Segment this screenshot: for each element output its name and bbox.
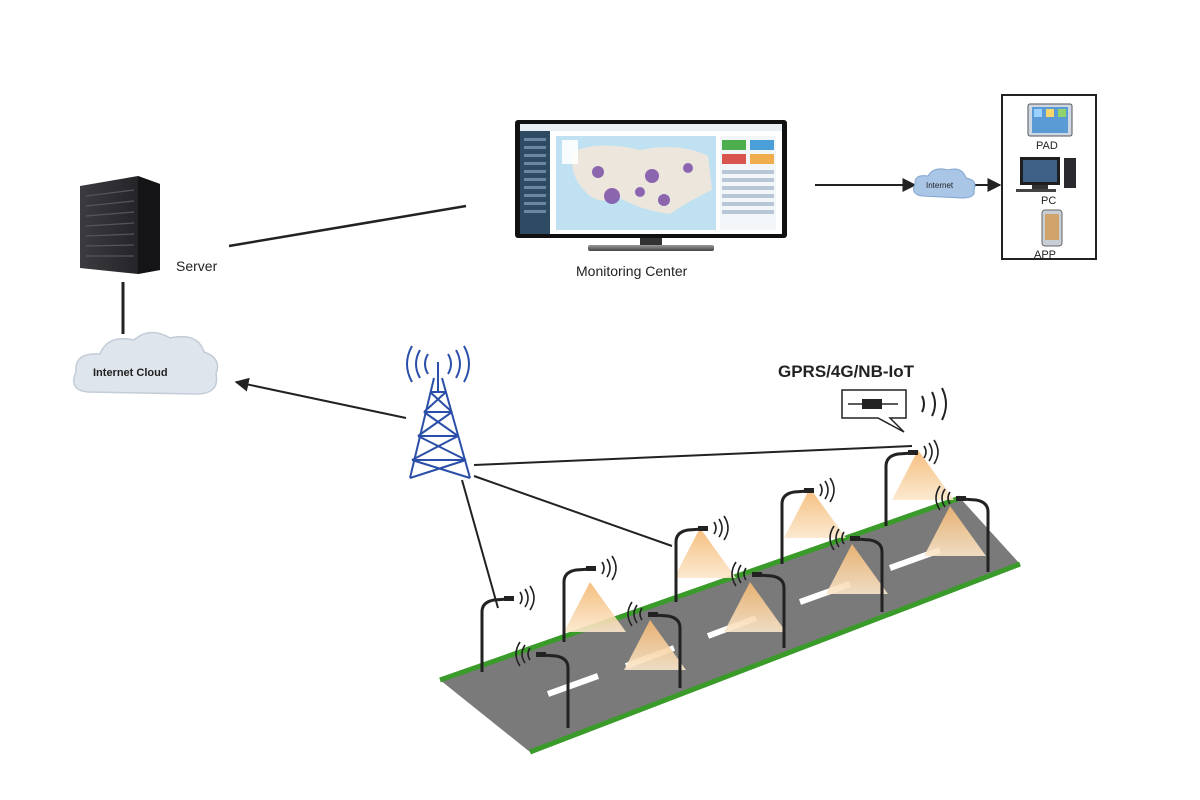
- cloud-icon: [73, 331, 219, 395]
- desktop-icon: [1016, 157, 1076, 192]
- small-cloud-icon: [913, 168, 976, 199]
- monitor-icon: [515, 120, 787, 251]
- internet-label: Internet: [926, 181, 954, 190]
- pad-label: PAD: [1036, 140, 1058, 152]
- connectors: [121, 178, 1002, 609]
- devices-panel: [1001, 94, 1097, 260]
- internet-cloud-label: Internet Cloud: [93, 367, 168, 379]
- gateway-icon: [841, 387, 947, 433]
- monitoring-center-label: Monitoring Center: [576, 263, 688, 279]
- tablet-icon: [1027, 103, 1073, 137]
- app-label: APP: [1034, 249, 1057, 261]
- phone-icon: [1041, 209, 1063, 247]
- network-label: GPRS/4G/NB-IoT: [778, 362, 915, 381]
- server-label: Server: [176, 258, 218, 274]
- pc-label: PC: [1041, 195, 1057, 207]
- server-icon: [80, 176, 160, 274]
- tower-icon: [406, 345, 471, 479]
